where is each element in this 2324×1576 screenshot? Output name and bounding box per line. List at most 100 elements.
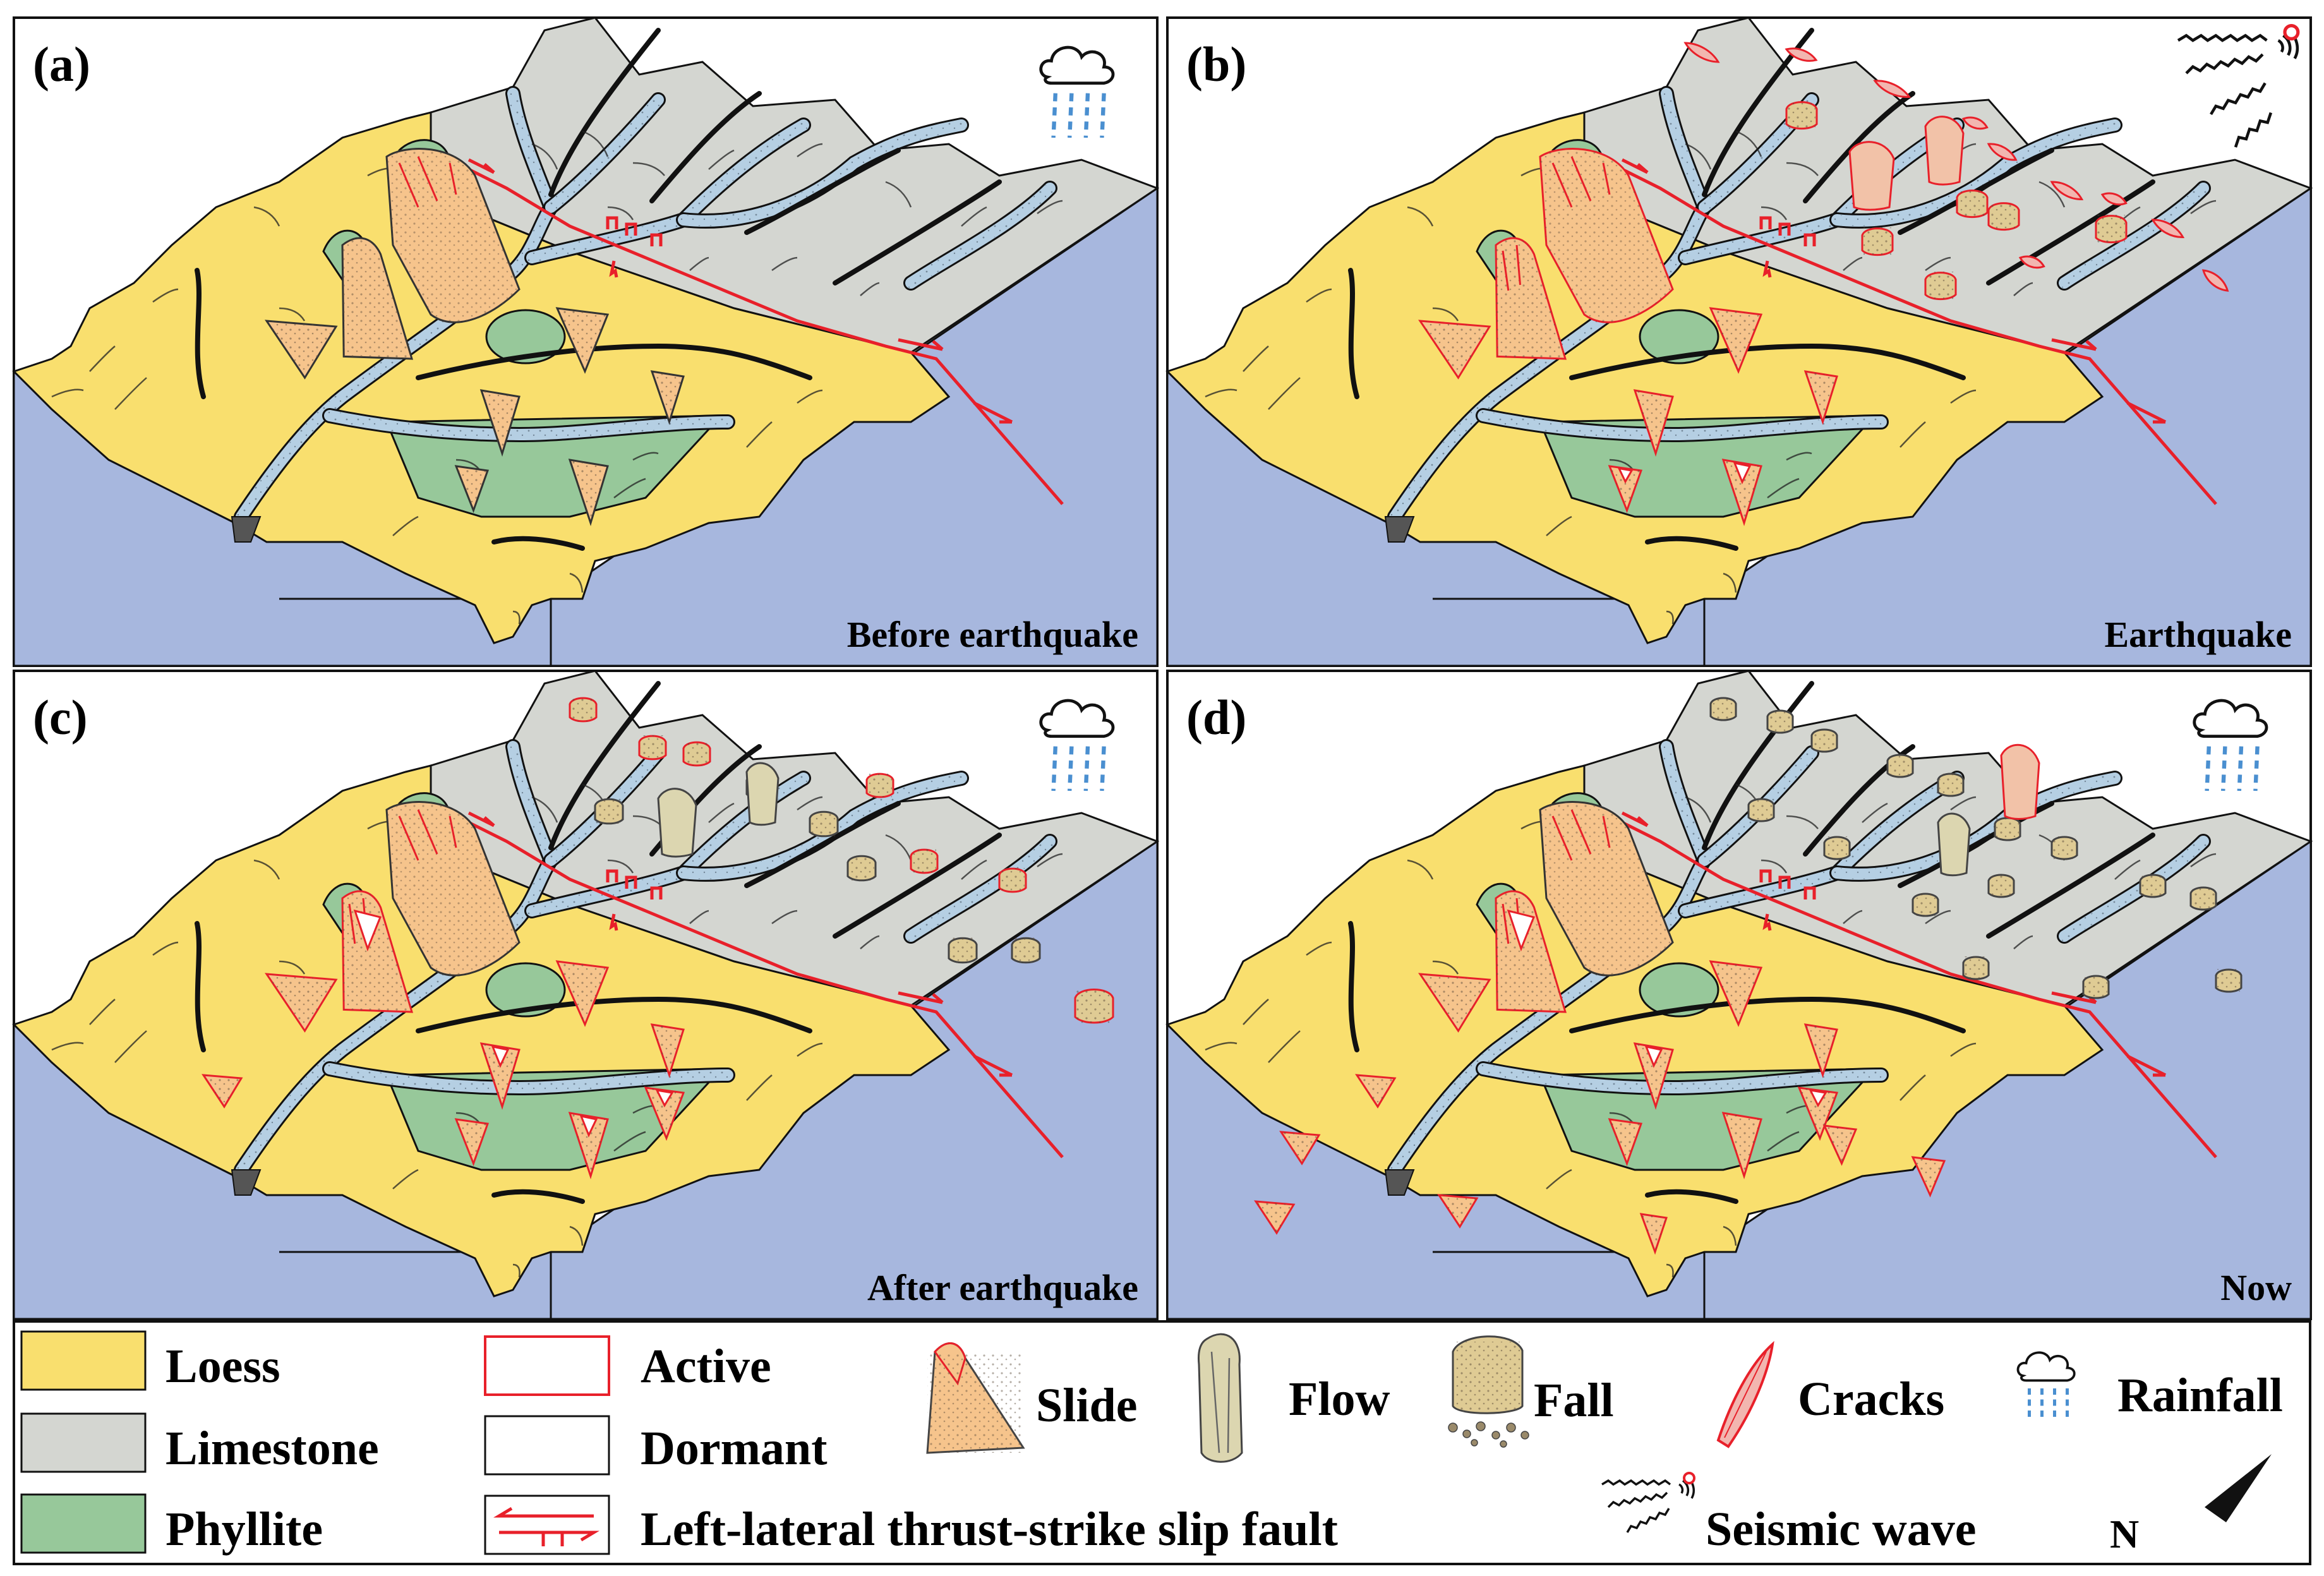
legend-slide-label: Slide [1036,1379,1138,1432]
large-landslide [1539,801,1674,977]
legend-fault-label: Left-lateral thrust-strike slip fault [641,1503,1338,1556]
block-right-side [1703,186,2312,667]
slide-deposit [1709,960,1763,1027]
slide-deposit [1721,459,1762,526]
slide-deposit [1608,465,1643,514]
panel-label: (a) [33,37,90,92]
alluvial-fan [231,1169,262,1196]
slide-deposit [1608,1118,1643,1167]
legend-loess-label: Loess [166,1340,280,1393]
legend-cracks-label: Cracks [1798,1373,1944,1426]
slide-deposit [1355,1074,1397,1109]
fall-icon [1448,1335,1529,1448]
landslide-inventory [1418,148,1838,526]
panel-now: (d)Now [1165,670,2313,1320]
slide-deposit [1911,1156,1946,1198]
slide-deposit [202,1074,243,1109]
fall-deposit [809,810,839,838]
slide-deposit [1797,1086,1839,1141]
fall-deposit [2095,215,2128,244]
flow-deposit [2000,743,2040,820]
panel-earthquake: (b)Earthquake [1165,16,2313,667]
legend-frame [13,1320,2311,1565]
legend-seismic-label: Seismic wave [1706,1503,1976,1556]
phyllite-outcrop [485,309,566,364]
fall-deposit [1924,272,1957,301]
phyllite-outcrop [1639,962,1719,1018]
panel-caption: Before earthquake [847,614,1138,655]
slide-deposit [1633,389,1674,457]
block-right-side [1703,839,2312,1320]
slide-deposit [1633,1042,1674,1110]
rainfall-icon [1039,45,1115,138]
fall-deposit [1766,709,1794,734]
landslide-inventory [265,148,685,526]
slide-deposit [568,459,609,526]
crack-mark [2100,192,2128,206]
crack-mark [1683,42,1720,63]
terrain-hachures [51,130,1063,625]
slide-deposit [1709,307,1763,374]
crack-mark [1873,80,1912,98]
slide-deposit [1254,1200,1296,1235]
flow-deposit [1937,812,1971,877]
legend-dormant-label: Dormant [641,1422,828,1475]
fall-deposit [2082,975,2110,999]
rainfall-icon [1039,699,1115,791]
rainfall-icon [2193,699,2268,791]
slide-deposit [341,237,414,360]
fall-deposit [846,855,877,882]
fall-deposit [569,697,598,723]
fall-deposit [1810,728,1838,753]
fall-deposit [1709,697,1737,721]
alluvial-fan [1384,1169,1415,1196]
crack-mark [2201,269,2229,292]
slide-deposit [454,465,490,514]
block-right-side [550,839,1159,1320]
legend-active-label: Active [641,1340,771,1393]
landslide-inventory [202,801,685,1179]
landslide-inventory [1254,801,1946,1255]
slide-deposit [568,1112,609,1179]
north-label: N [2110,1512,2139,1556]
crack-mark [1987,143,2018,161]
seismic-wave-icon [1601,1472,1695,1533]
slide-deposit [555,960,610,1027]
slide-deposit [1803,1023,1838,1078]
seismic-wave-icon [2177,24,2300,148]
fall-deposit [2050,836,2078,860]
river-network [234,86,1057,524]
fall-deposit [1861,227,1894,256]
slide-icon [926,1342,1025,1454]
terrain-hachures [1205,783,2217,1278]
fall-deposit [1886,754,1914,778]
slide-deposit [555,307,610,374]
block-right-side [550,186,1159,667]
fall-deposit [910,848,939,874]
terrain-hachures [51,783,1063,1278]
panel-label: (c) [33,690,88,745]
fall-deposit [1987,202,2020,231]
cracks-icon [1716,1340,1774,1448]
fall-deposit [1987,874,2015,898]
slide-deposit [1418,973,1491,1033]
fall-deposit [2215,968,2243,993]
crack-mark [1785,47,1818,62]
crack-mark [1961,116,1989,130]
crack-mark [2151,219,2185,239]
fall-deposit [638,735,667,761]
panel-caption: Now [2220,1267,2292,1308]
fall-deposit [1956,189,1989,219]
slide-deposit [1418,320,1491,380]
slide-deposit [1803,370,1838,425]
fall-deposit [2139,874,2167,898]
legend-limestone-label: Limestone [166,1422,379,1475]
large-landslide [1539,148,1674,323]
slide-deposit [265,320,338,380]
fall-deposit [865,773,894,798]
alluvial-fan [1384,516,1415,543]
fault-line [1596,808,2217,1158]
large-landslide [385,801,521,977]
slide-deposit [1279,1131,1321,1165]
